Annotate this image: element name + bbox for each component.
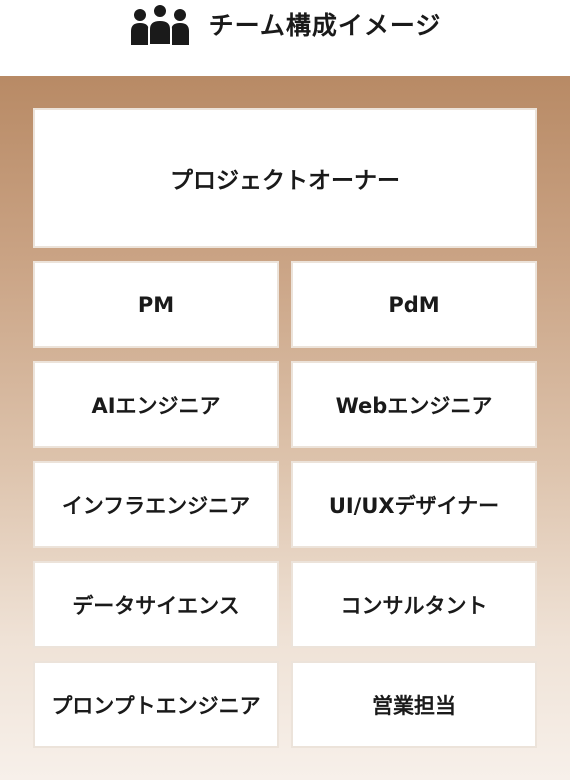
role-box-infra-engineer: インフラエンジニア — [33, 461, 279, 548]
role-box-pdm: PdM — [291, 261, 537, 348]
role-box-consultant: コンサルタント — [291, 561, 537, 648]
role-box-sales: 営業担当 — [291, 661, 537, 748]
role-box-data-science: データサイエンス — [33, 561, 279, 648]
role-box-pm: PM — [33, 261, 279, 348]
role-box-uiux-designer: UI/UXデザイナー — [291, 461, 537, 548]
team-structure-panel: プロジェクトオーナー PM PdM AIエンジニア Webエンジニア インフラエ… — [0, 76, 570, 780]
header: チーム構成イメージ — [0, 0, 570, 76]
team-icon — [130, 3, 189, 45]
role-box-prompt-engineer: プロンプトエンジニア — [33, 661, 279, 748]
role-box-project-owner: プロジェクトオーナー — [33, 108, 537, 248]
page-title: チーム構成イメージ — [208, 11, 442, 40]
role-box-ai-engineer: AIエンジニア — [33, 361, 279, 448]
role-box-web-engineer: Webエンジニア — [291, 361, 537, 448]
